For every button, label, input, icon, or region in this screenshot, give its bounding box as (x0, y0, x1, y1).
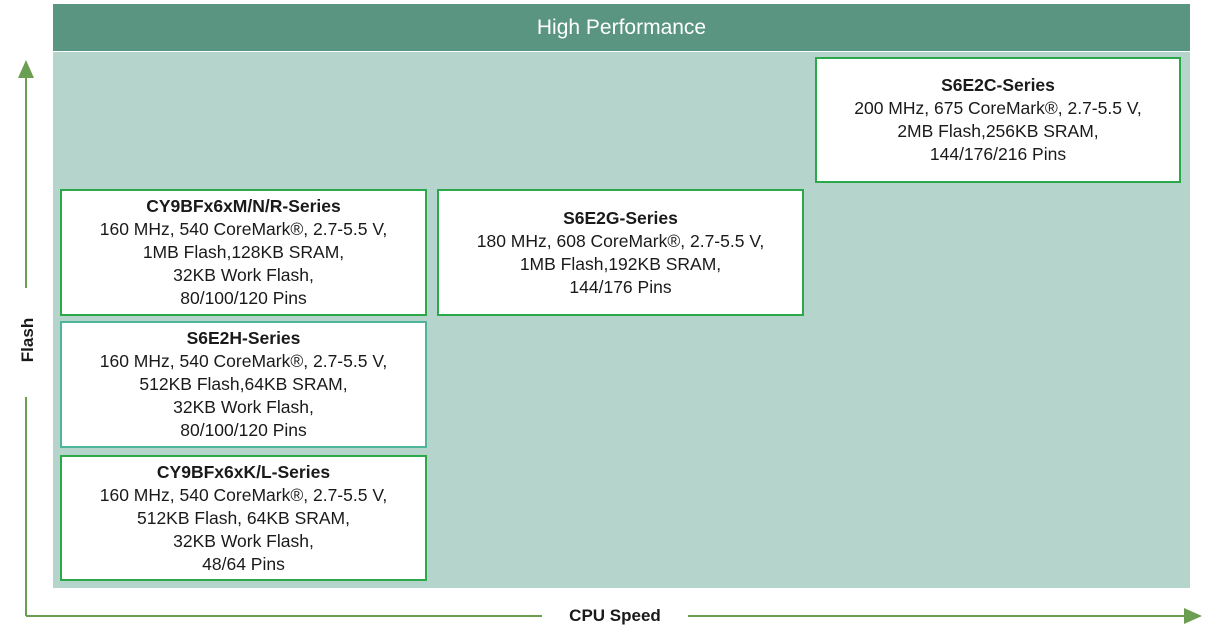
series-spec-line: 2MB Flash,256KB SRAM, (897, 121, 1099, 141)
series-title: CY9BFx6xK/L-Series (156, 461, 331, 482)
series-box-s6e2g: S6E2G-Series 180 MHz, 608 CoreMark®, 2.7… (437, 189, 804, 316)
series-title: S6E2G-Series (563, 207, 678, 228)
series-title: S6E2H-Series (186, 328, 301, 348)
series-spec-line: 80/100/120 Pins (180, 288, 307, 308)
series-spec-line: 160 MHz, 540 CoreMark®, 2.7-5.5 V, (99, 351, 388, 371)
y-axis-label: Flash (18, 317, 37, 363)
series-title: S6E2C-Series (941, 75, 1055, 95)
series-spec-line: 1MB Flash,192KB SRAM, (519, 253, 722, 274)
header-title: High Performance (536, 15, 707, 39)
series-box-s6e2c: S6E2C-Series 200 MHz, 675 CoreMark®, 2.7… (815, 57, 1181, 183)
series-box-cy9bfx6xmnr: CY9BFx6xM/N/R-Series 160 MHz, 540 CoreMa… (60, 189, 427, 316)
series-spec-line: 80/100/120 Pins (180, 420, 307, 440)
series-spec-line: 200 MHz, 675 CoreMark®, 2.7-5.5 V, (854, 98, 1142, 118)
series-box-cy9bfx6xkl: CY9BFx6xK/L-Series 160 MHz, 540 CoreMark… (60, 455, 427, 581)
series-spec-line: 180 MHz, 608 CoreMark®, 2.7-5.5 V, (476, 230, 765, 251)
x-axis-arrowhead-icon (1184, 608, 1202, 624)
series-title: CY9BFx6xM/N/R-Series (146, 196, 341, 216)
series-box-s6e2h: S6E2H-Series 160 MHz, 540 CoreMark®, 2.7… (60, 321, 427, 448)
series-spec-line: 512KB Flash,64KB SRAM, (139, 374, 348, 394)
series-spec-line: 144/176 Pins (569, 276, 672, 297)
series-spec-line: 48/64 Pins (202, 553, 285, 574)
series-spec-line: 160 MHz, 540 CoreMark®, 2.7-5.5 V, (99, 219, 388, 239)
series-spec-line: 1MB Flash,128KB SRAM, (142, 242, 345, 262)
series-spec-line: 512KB Flash, 64KB SRAM, (136, 507, 351, 528)
y-axis-arrowhead-icon (18, 60, 34, 78)
series-spec-line: 160 MHz, 540 CoreMark®, 2.7-5.5 V, (99, 484, 388, 505)
series-spec-line: 144/176/216 Pins (929, 144, 1067, 164)
series-spec-line: 32KB Work Flash, (173, 265, 314, 285)
x-axis-label: CPU Speed (569, 606, 661, 625)
series-spec-line: 32KB Work Flash, (173, 530, 314, 551)
series-spec-line: 32KB Work Flash, (173, 397, 314, 417)
high-performance-header: High Performance (53, 4, 1190, 51)
